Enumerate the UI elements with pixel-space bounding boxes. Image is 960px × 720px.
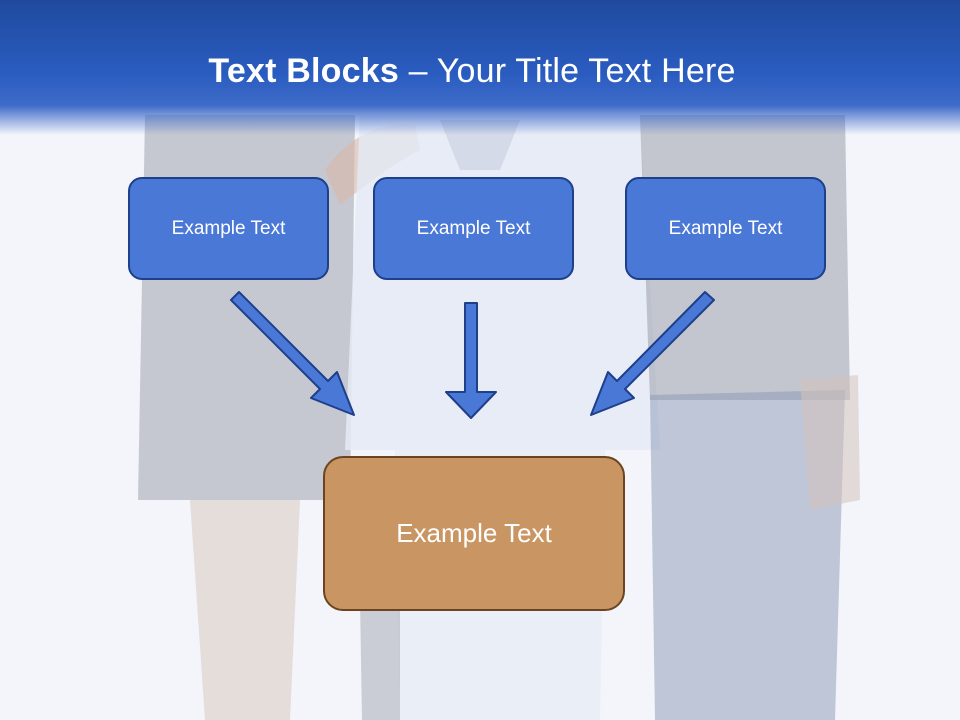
text-block-3-label: Example Text <box>668 217 783 239</box>
arrow-left-diagonal <box>230 291 355 416</box>
title-separator: – <box>398 52 437 90</box>
text-block-1[interactable]: Example Text <box>128 177 329 280</box>
arrow-center-down <box>445 302 497 419</box>
title-bold: Text Blocks <box>208 52 399 90</box>
title-bar <box>0 0 960 135</box>
text-block-2[interactable]: Example Text <box>373 177 574 280</box>
target-block-label: Example Text <box>396 518 552 548</box>
text-block-2-label: Example Text <box>416 217 531 239</box>
arrow-right-diagonal <box>590 291 715 416</box>
slide-title: Text Blocks – Your Title Text Here <box>0 52 944 91</box>
text-block-3[interactable]: Example Text <box>625 177 826 280</box>
target-block[interactable]: Example Text <box>323 456 625 611</box>
title-rest: Your Title Text Here <box>436 52 736 90</box>
text-block-1-label: Example Text <box>171 217 286 239</box>
